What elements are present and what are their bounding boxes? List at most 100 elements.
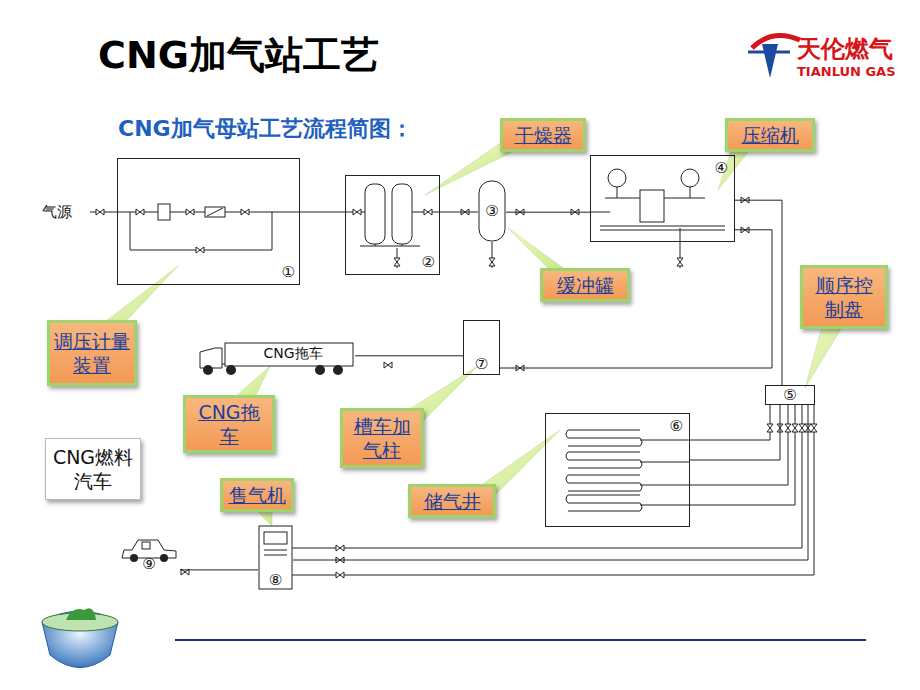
pipe-line (735, 200, 782, 385)
buffer-tank-outline (479, 181, 505, 241)
gas-pipe (690, 405, 795, 505)
cng-trailer-outline (203, 365, 213, 375)
callout-box: CNG拖车 (183, 395, 275, 453)
metering-parts (158, 204, 170, 220)
callout-text: 储气井 (424, 489, 481, 513)
valve (241, 209, 249, 215)
valve (424, 209, 432, 215)
callout-number: ① (282, 264, 295, 280)
globe-icon (42, 608, 118, 667)
valve (489, 258, 495, 266)
compressor-unit (600, 169, 725, 230)
callout-text: 干燥器 (515, 123, 572, 147)
cng-trailer-outline (225, 343, 353, 366)
valve (785, 424, 791, 432)
callout-text: 压缩机 (742, 123, 799, 147)
compressor-unit (617, 186, 618, 198)
callout-box: 缓冲罐 (540, 268, 630, 302)
callout-box: 压缩机 (725, 118, 815, 152)
gas-pipe (90, 212, 814, 575)
logo-text: 天伦燃气 (797, 33, 893, 65)
callout-text: CNG燃料汽车 (50, 445, 136, 493)
storage-well-coils (645, 505, 690, 506)
logo-emblem (748, 36, 800, 79)
dryer-columns (375, 244, 376, 246)
callout-pointer (105, 266, 178, 322)
dryer-columns (402, 244, 403, 246)
callout-number: ④ (715, 160, 728, 176)
valve (336, 545, 344, 551)
equipment-box: ⑥ (545, 413, 690, 527)
dryer-columns (360, 246, 420, 247)
callout-number: ⑨ (118, 556, 180, 572)
valve (394, 258, 400, 266)
equipment-box: ④ (590, 155, 735, 242)
pipe-line (440, 212, 478, 213)
logo-text: TIANLUN GAS (797, 64, 896, 79)
dryer-columns (365, 184, 385, 244)
footer-rule (175, 640, 866, 641)
cng-trailer: CNG拖车 (195, 340, 355, 376)
callout-number: ⑥ (670, 418, 683, 434)
callout-text: 顺序控制盘 (807, 273, 881, 321)
metering-parts (158, 204, 225, 220)
logo-emblem (748, 51, 790, 54)
storage-well-coils (645, 462, 690, 463)
valve (767, 424, 773, 432)
valve (136, 209, 144, 215)
cng-trailer-outline (200, 348, 222, 368)
callout-box: 储气井 (408, 484, 496, 518)
gas-pipe (690, 405, 770, 440)
cng-car: ⑨ (118, 528, 180, 574)
metering-parts (205, 207, 225, 217)
valve (811, 424, 817, 432)
callout-text: 售气机 (229, 483, 286, 507)
valve (96, 209, 104, 215)
valve (96, 197, 817, 578)
gas-dispenser: ⑧ (258, 525, 293, 590)
globe-icon (66, 608, 96, 620)
cng-car-outline (130, 554, 138, 562)
logo-emblem (762, 44, 778, 78)
equipment-box: ① (117, 158, 300, 285)
cng-trailer-outline (333, 365, 343, 375)
valve (196, 247, 204, 253)
pipe-line (506, 212, 590, 213)
callout-number: ⑦ (464, 356, 499, 372)
storage-well-coils (645, 485, 690, 486)
compressor-unit (608, 169, 626, 187)
gas-pipe (690, 405, 788, 485)
equipment-box: ⑦ (463, 320, 500, 375)
valve (336, 572, 344, 578)
source-label: 气源 (42, 203, 72, 222)
diagram-subtitle: CNG加气母站工艺流程简图： (118, 114, 413, 144)
callout-number: ⑤ (766, 387, 814, 403)
gas-pipe (590, 212, 610, 213)
valve (384, 362, 392, 368)
pipe-line (300, 212, 345, 213)
callout-number: ③ (478, 203, 506, 219)
callout-pointer (105, 140, 842, 526)
cng-trailer-outline (222, 364, 225, 365)
pipe-line (690, 405, 780, 460)
gas-pipe (130, 212, 272, 250)
compressor-unit (640, 190, 664, 222)
storage-well-coils (566, 495, 645, 511)
callout-text: CNG拖车 (190, 400, 268, 448)
callout-number: ⑧ (258, 572, 293, 588)
callout-box: 售气机 (220, 478, 294, 512)
cng-trailer-outline (226, 365, 236, 375)
gas-dispenser-outline (259, 526, 292, 589)
callout-box: 顺序控制盘 (800, 265, 888, 329)
dryer-columns (360, 184, 420, 246)
callout-text: 槽车加气柱 (347, 414, 417, 462)
valve (792, 424, 798, 432)
callout-box: 调压计量装置 (47, 320, 137, 386)
callout-box: 槽车加气柱 (340, 408, 424, 468)
equipment-box: ② (345, 175, 440, 275)
valve (799, 424, 805, 432)
storage-well-coils (566, 452, 645, 468)
callout-box: CNG燃料汽车 (45, 438, 141, 500)
gas-dispenser-outline (264, 550, 287, 551)
